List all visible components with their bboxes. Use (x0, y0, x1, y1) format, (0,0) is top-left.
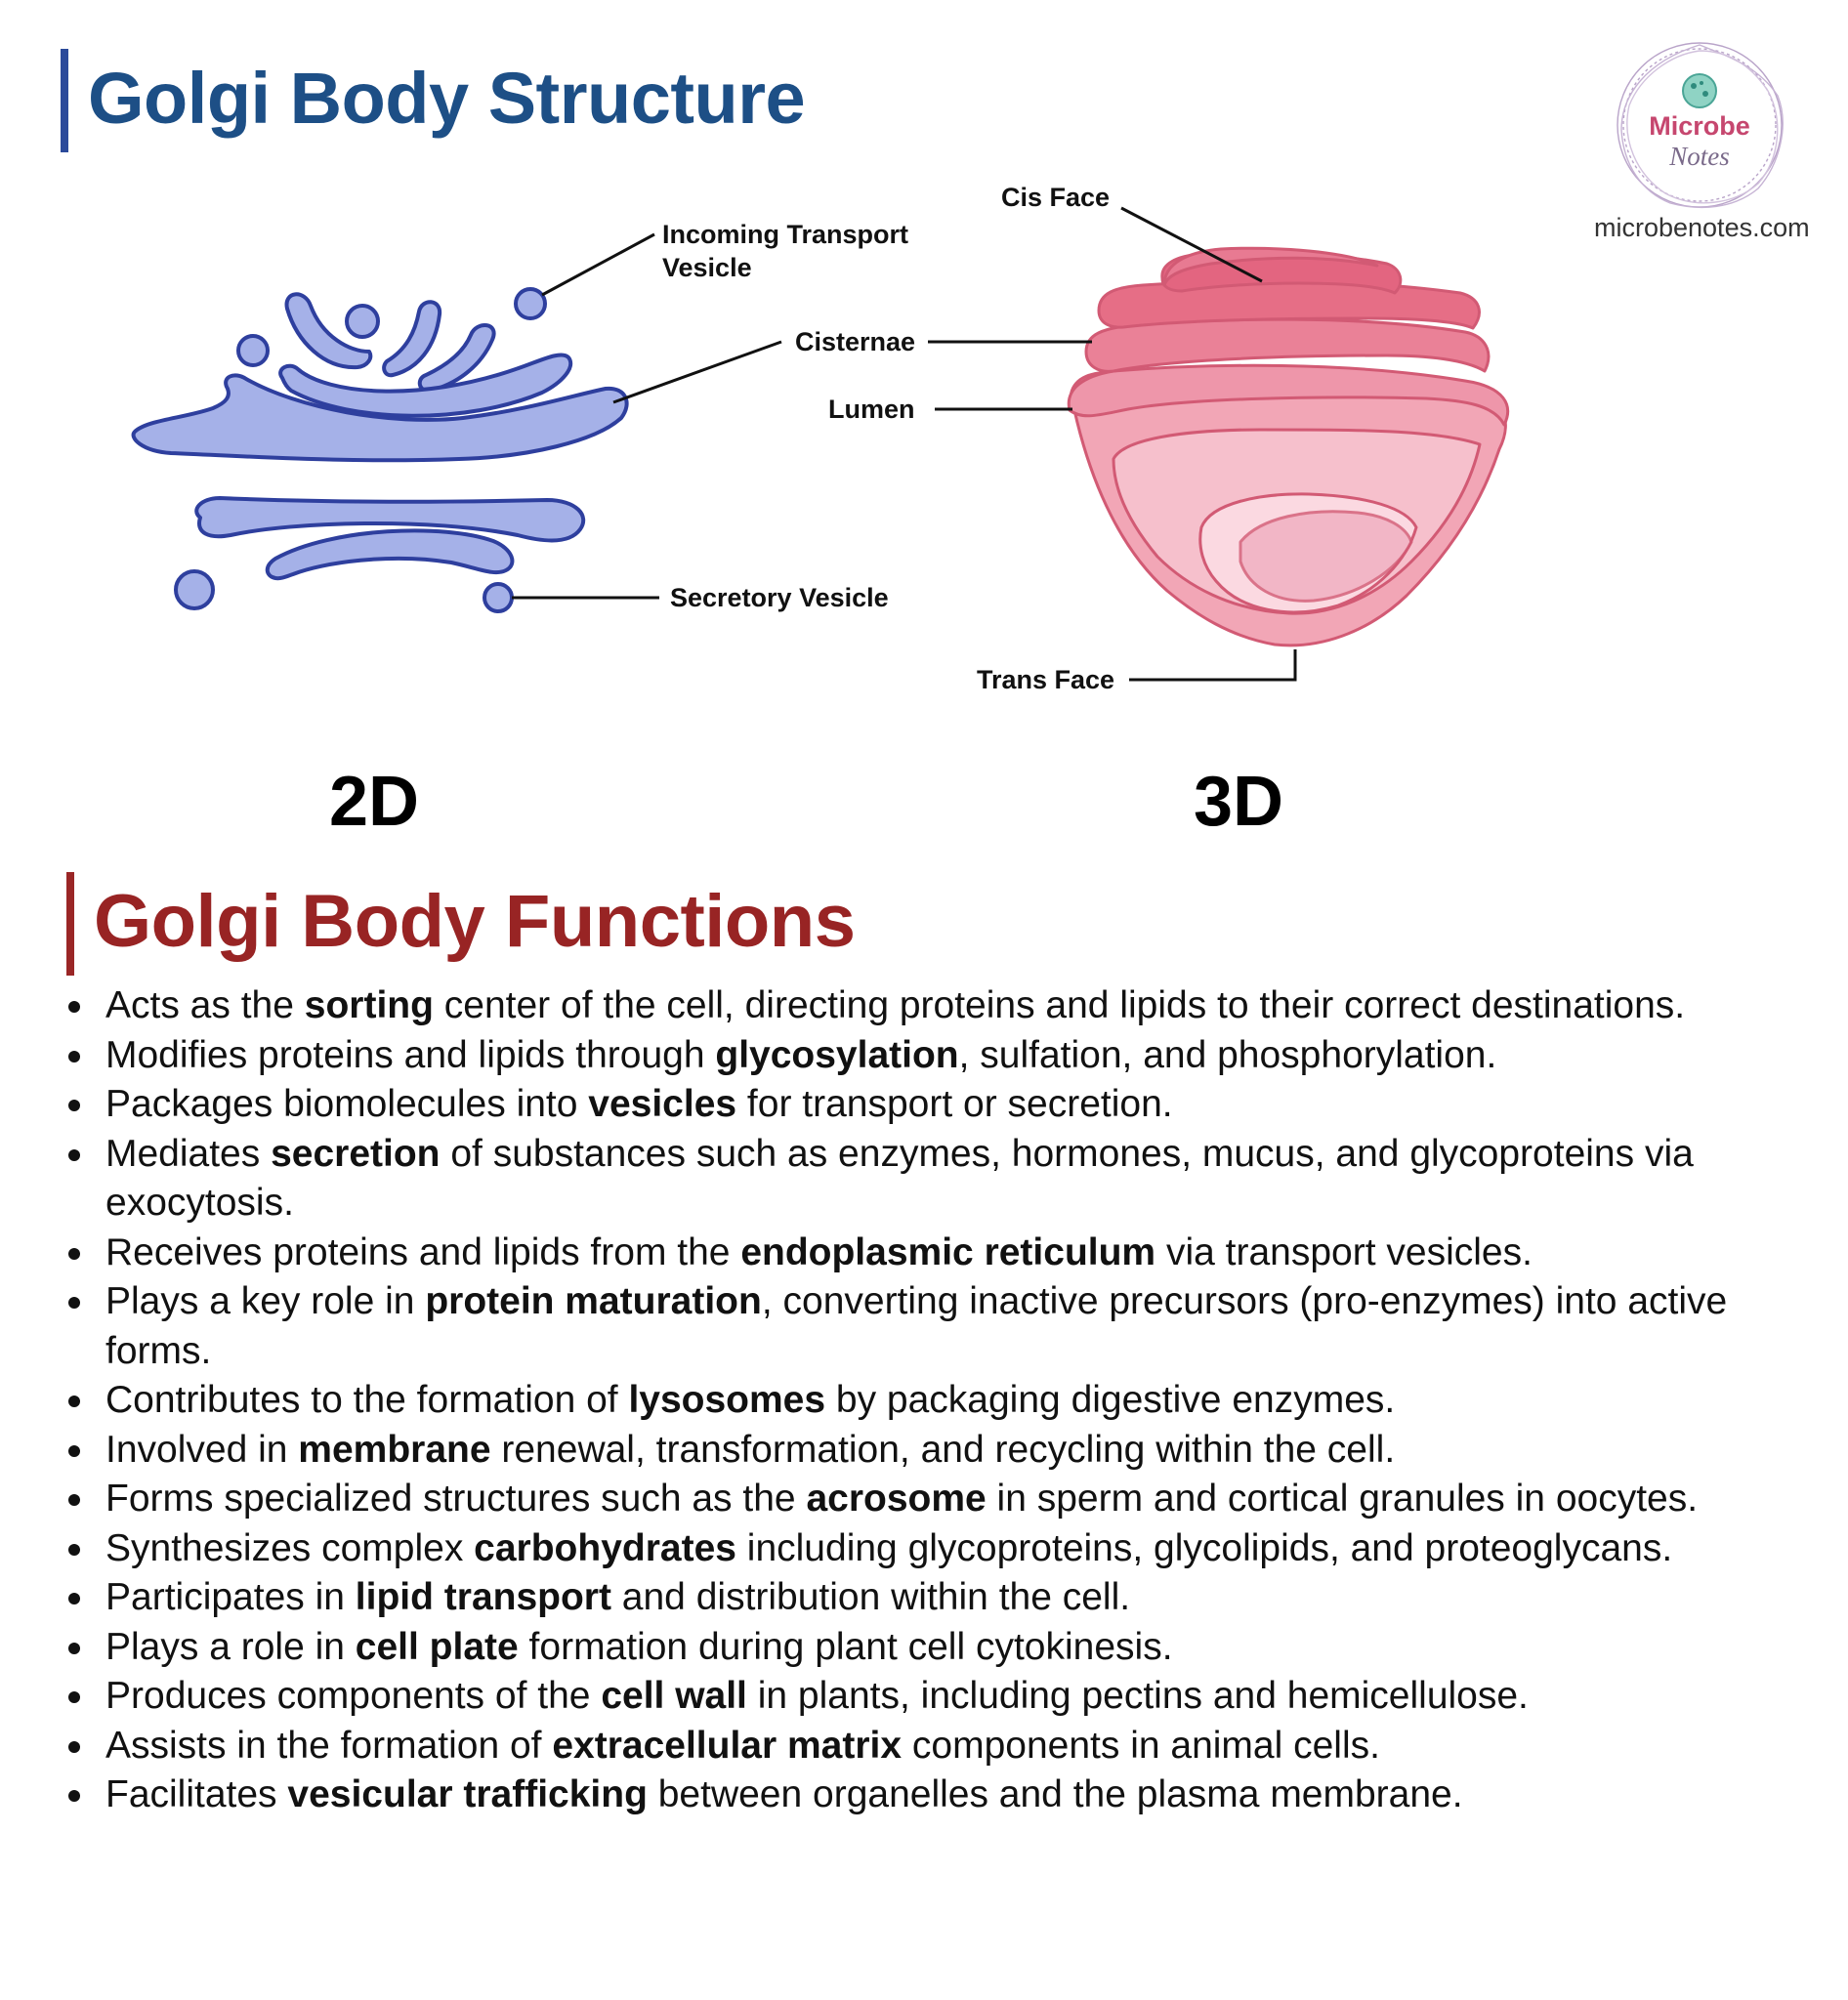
function-item: Assists in the formation of extracellula… (68, 1722, 1827, 1771)
cisterna-lower-1 (194, 496, 586, 543)
golgi-3d-illustration (1067, 246, 1510, 647)
function-item: Receives proteins and lipids from the en… (68, 1229, 1827, 1278)
label-cisternae: Cisternae (795, 327, 915, 356)
function-item: Involved in membrane renewal, transforma… (68, 1426, 1827, 1476)
function-item: Forms specialized structures such as the… (68, 1475, 1827, 1524)
golgi-2d-illustration (131, 287, 629, 613)
function-item: Acts as the sorting center of the cell, … (68, 981, 1827, 1031)
function-item: Plays a role in cell plate formation dur… (68, 1623, 1827, 1673)
golgi-structure-diagram: Incoming Transport Vesicle Cisternae Sec… (131, 183, 1510, 694)
label-cis-face: Cis Face (1001, 183, 1110, 212)
vesicle-top-center (345, 304, 380, 339)
site-url: microbenotes.com (1594, 213, 1810, 242)
label-incoming-transport-vesicle-line1: Incoming Transport (662, 220, 908, 249)
callout-lines-3d (928, 206, 1297, 682)
function-item: Participates in lipid transport and dist… (68, 1573, 1827, 1623)
microbe-notes-logo: Microbe Notes (1617, 42, 1784, 208)
cisterna-top-left-arc (284, 292, 373, 370)
label-secretory-vesicle: Secretory Vesicle (670, 583, 889, 612)
structure-title: Golgi Body Structure (88, 58, 806, 139)
incoming-transport-vesicle (514, 287, 547, 320)
panel-label-2d: 2D (329, 763, 420, 841)
functions-title-accent-bar (66, 872, 74, 976)
label-lumen: Lumen (828, 395, 915, 424)
functions-list: Acts as the sorting center of the cell, … (68, 981, 1827, 1820)
function-item: Contributes to the formation of lysosome… (68, 1376, 1827, 1426)
secretory-vesicle-left (174, 569, 215, 610)
function-item: Facilitates vesicular trafficking betwee… (68, 1771, 1827, 1820)
cisterna-lower-2 (265, 528, 515, 581)
label-incoming-transport-vesicle-line2: Vesicle (662, 253, 752, 282)
panel-label-3d: 3D (1194, 763, 1284, 841)
functions-title: Golgi Body Functions (94, 880, 856, 963)
secretory-vesicle (483, 582, 514, 613)
cisterna-arc-2 (278, 353, 572, 418)
callout-lines-2d (512, 232, 782, 600)
vesicle-top-left (236, 334, 270, 367)
function-item: Modifies proteins and lipids through gly… (68, 1031, 1827, 1081)
cisterna-top-right-arc (382, 300, 442, 378)
logo-word-notes: Notes (1668, 142, 1730, 171)
function-item: Packages biomolecules into vesicles for … (68, 1080, 1827, 1130)
cisterna-3d-3 (1084, 317, 1491, 373)
label-trans-face: Trans Face (977, 665, 1114, 694)
cisterna-3d-4 (1067, 363, 1510, 427)
structure-title-accent-bar (61, 49, 68, 152)
cisterna-main (131, 373, 629, 463)
function-item: Synthesizes complex carbohydrates includ… (68, 1524, 1827, 1574)
logo-word-microbe: Microbe (1649, 111, 1750, 141)
function-item: Produces components of the cell wall in … (68, 1672, 1827, 1722)
function-item: Plays a key role in protein maturation, … (68, 1277, 1827, 1376)
golgi-3d-inner-fold (1239, 510, 1413, 603)
function-item: Mediates secretion of substances such as… (68, 1130, 1827, 1229)
